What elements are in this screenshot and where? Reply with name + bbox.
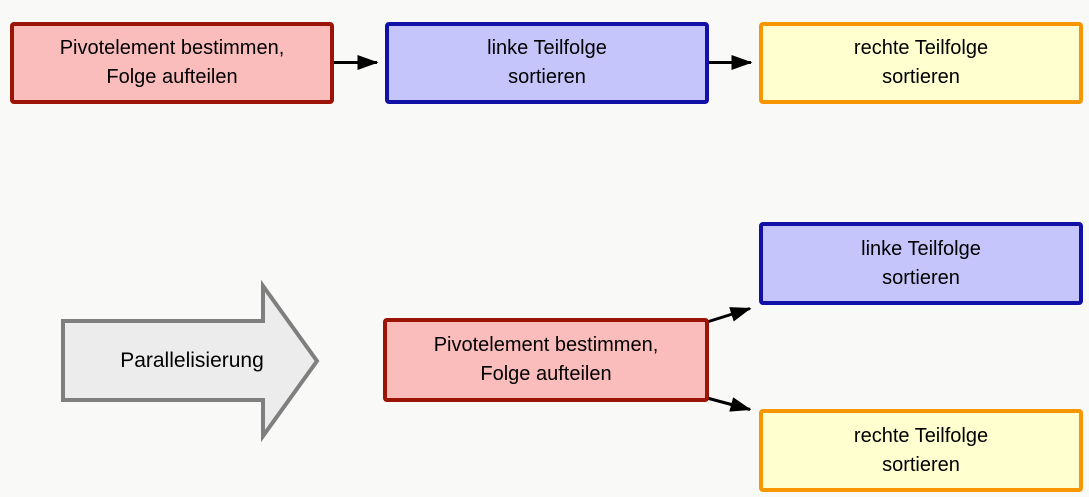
box-label-line: linke Teilfolge [487, 37, 607, 59]
box-label-line: rechte Teilfolge [853, 37, 989, 59]
box-label-line: sortieren [882, 66, 960, 88]
arrow-par-pivot-to-right [706, 396, 752, 412]
box-sequential-left-subsequence: linke Teilfolge sortieren [385, 22, 709, 104]
box-label-line: Folge aufteilen [106, 66, 238, 88]
parallelization-arrow-shape [61, 279, 320, 443]
box-label-line: Pivotelement bestimmen, [59, 37, 285, 59]
box-label-line: rechte Teilfolge [853, 424, 989, 447]
parallelization-label: Parallelisierung [120, 348, 264, 372]
box-label-line: sortieren [508, 66, 586, 88]
box-sequential-right-subsequence: rechte Teilfolge sortieren [759, 22, 1083, 104]
box-sequential-pivot: Pivotelement bestimmen, Folge aufteilen [10, 22, 334, 104]
box-label-line: Folge aufteilen [480, 363, 612, 385]
box-parallel-right-subsequence: rechte Teilfolge sortieren [759, 409, 1083, 492]
box-label-line: Pivotelement bestimmen, [433, 334, 659, 356]
box-parallel-pivot: Pivotelement bestimmen, Folge aufteilen [383, 318, 709, 402]
box-label-line: linke Teilfolge [861, 237, 981, 260]
box-label-line: sortieren [882, 453, 960, 476]
arrow-par-pivot-to-left [706, 307, 752, 324]
box-label-line: sortieren [882, 266, 960, 289]
box-parallel-left-subsequence: linke Teilfolge sortieren [759, 222, 1083, 305]
